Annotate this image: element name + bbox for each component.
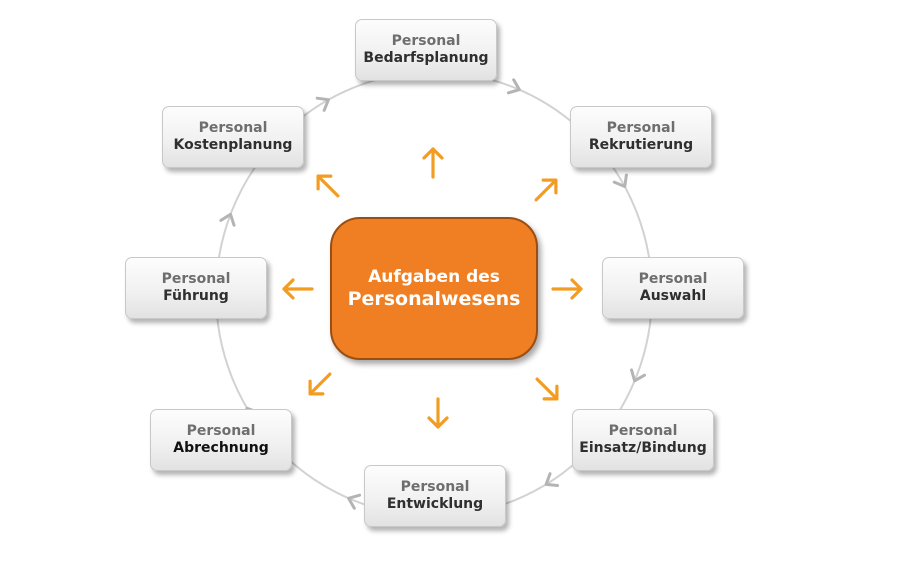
center-title-line1: Aufgaben des bbox=[368, 266, 500, 287]
node-fuehrung: Personal Führung bbox=[125, 257, 267, 319]
cycle-chevron bbox=[219, 212, 236, 227]
node-label-main: Auswahl bbox=[639, 288, 707, 304]
node-kostenplanung: Personal Kostenplanung bbox=[162, 106, 304, 168]
node-label-main: Kostenplanung bbox=[173, 137, 293, 153]
outward-arrow-icon bbox=[316, 174, 340, 198]
node-label-prefix: Personal bbox=[161, 271, 231, 287]
node-auswahl: Personal Auswahl bbox=[602, 257, 744, 319]
outward-arrow-icon bbox=[282, 278, 314, 300]
node-label-prefix: Personal bbox=[608, 423, 678, 439]
node-label-prefix: Personal bbox=[400, 479, 470, 495]
node-label-main: Einsatz/Bindung bbox=[579, 440, 707, 456]
cycle-chevron bbox=[630, 368, 646, 383]
cycle-chevron bbox=[612, 173, 628, 188]
center-node: Aufgaben des Personalwesens bbox=[330, 217, 538, 360]
outward-arrow-icon bbox=[551, 278, 583, 300]
outward-arrow-icon bbox=[427, 397, 449, 429]
node-einsatz-bindung: Personal Einsatz/Bindung bbox=[572, 409, 714, 471]
node-rekrutierung: Personal Rekrutierung bbox=[570, 106, 712, 168]
cycle-chevron bbox=[544, 472, 559, 488]
node-label-main: Entwicklung bbox=[386, 496, 484, 512]
node-entwicklung: Personal Entwicklung bbox=[364, 465, 506, 527]
outward-arrow-icon bbox=[535, 377, 559, 401]
node-label-main: Führung bbox=[163, 288, 229, 304]
node-label-prefix: Personal bbox=[198, 120, 268, 136]
cycle-chevron bbox=[315, 96, 330, 112]
node-label-prefix: Personal bbox=[638, 271, 708, 287]
node-label-prefix: Personal bbox=[391, 33, 461, 49]
cycle-chevron bbox=[506, 78, 521, 95]
outward-arrow-icon bbox=[308, 372, 332, 396]
center-title-line2: Personalwesens bbox=[347, 287, 521, 310]
node-label-main: Abrechnung bbox=[173, 440, 269, 456]
node-bedarfsplanung: Personal Bedarfsplanung bbox=[355, 19, 497, 81]
node-label-prefix: Personal bbox=[186, 423, 256, 439]
node-label-main: Rekrutierung bbox=[588, 137, 694, 153]
outward-arrow-icon bbox=[422, 147, 444, 179]
cycle-chevron bbox=[347, 493, 362, 510]
cycle-chevrons bbox=[219, 78, 646, 510]
node-label-prefix: Personal bbox=[606, 120, 676, 136]
outward-arrow-icon bbox=[534, 178, 558, 202]
center-arrows bbox=[282, 147, 583, 429]
node-label-main: Bedarfsplanung bbox=[363, 50, 489, 66]
node-abrechnung: Personal Abrechnung bbox=[150, 409, 292, 471]
